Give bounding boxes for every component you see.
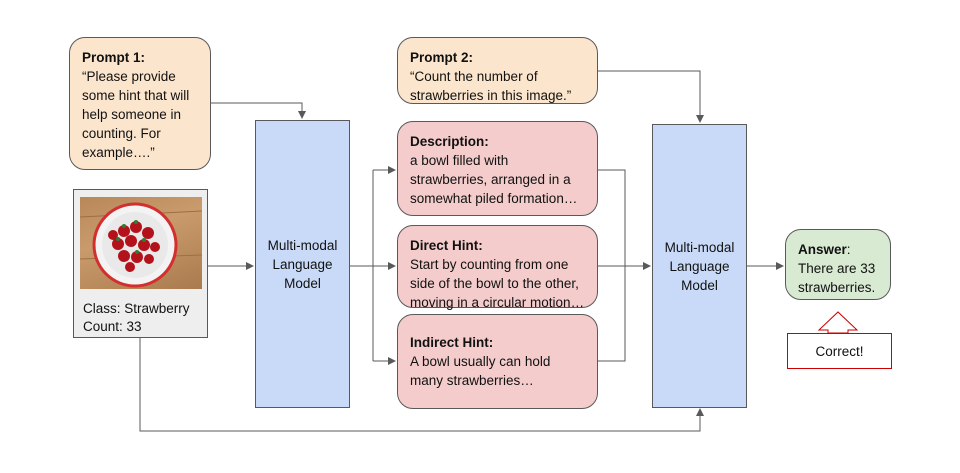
model-1-line: Language [272, 256, 333, 272]
model-1-line: Model [284, 275, 321, 291]
indirect-hint-line: many strawberries… [410, 373, 534, 388]
indirect-hint-title: Indirect Hint: [410, 335, 494, 350]
answer-title: Answer [798, 242, 847, 257]
direct-hint-box: Direct Hint: Start by counting from one … [397, 225, 598, 310]
indirect-hint-box: Indirect Hint: A bowl usually can hold m… [397, 314, 598, 409]
direct-hint-line: Start by counting from one [410, 257, 569, 272]
class-label: Class: Strawberry [83, 301, 190, 316]
strawberry-photo [80, 197, 202, 289]
image-panel: Class: Strawberry Count: 33 [73, 189, 208, 338]
multimodal-model-2: Multi-modal Language Model [652, 124, 747, 408]
direct-hint-title: Direct Hint: [410, 238, 483, 253]
prompt-2-title: Prompt 2: [410, 50, 474, 65]
model-2-line: Language [669, 258, 730, 274]
prompt-1-line: example….” [82, 145, 155, 160]
count-label: Count: 33 [83, 319, 142, 334]
model-1-line: Multi-modal [267, 237, 338, 253]
direct-hint-line: side of the bowl to the other, [410, 276, 579, 291]
answer-line: There are 33 [798, 261, 876, 276]
model-2-line: Model [681, 277, 718, 293]
description-line: somewhat piled formation… [410, 191, 578, 206]
multimodal-model-1: Multi-modal Language Model [255, 120, 350, 408]
correct-label: Correct! [815, 343, 864, 359]
description-line: a bowl filled with [410, 153, 509, 168]
prompt-1-line: counting. For [82, 126, 161, 141]
prompt-1-line: some hint that will [82, 88, 190, 103]
prompt-1-line: “Please provide [82, 69, 176, 84]
direct-hint-line: moving in a circular motion… [410, 295, 585, 310]
description-box: Description: a bowl filled with strawber… [397, 121, 598, 216]
prompt-1-title: Prompt 1: [82, 50, 146, 65]
description-line: strawberries, arranged in a [410, 172, 571, 187]
prompt-2-box: Prompt 2: “Count the number of strawberr… [397, 37, 598, 104]
description-title: Description: [410, 134, 489, 149]
answer-line: strawberries. [798, 280, 876, 295]
prompt-2-line: “Count the number of [410, 69, 538, 84]
answer-title-colon: : [846, 242, 851, 257]
prompt-1-line: help someone in [82, 107, 182, 122]
correct-feedback-box: Correct! [787, 333, 892, 369]
answer-box: Answer: There are 33 strawberries. [785, 229, 891, 300]
strawberry-bowl-icon [80, 202, 202, 288]
prompt-2-line: strawberries in this image.” [410, 88, 572, 103]
indirect-hint-line: A bowl usually can hold [410, 354, 551, 369]
model-2-line: Multi-modal [664, 239, 735, 255]
prompt-1-box: Prompt 1: “Please provide some hint that… [69, 37, 211, 170]
up-arrow-icon [817, 311, 859, 334]
